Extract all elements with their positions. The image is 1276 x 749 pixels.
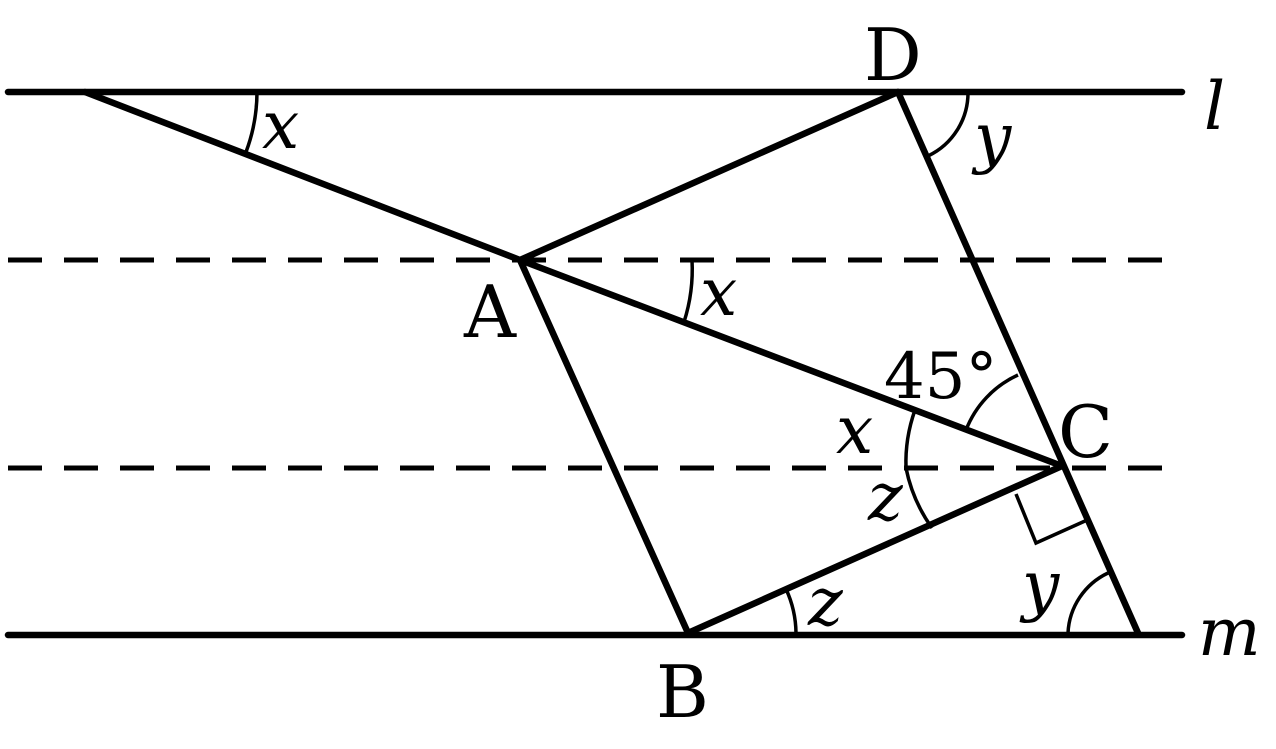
segment-ad <box>516 88 902 264</box>
point-label-a: A <box>463 270 517 354</box>
angle-arc-z-at-b <box>784 588 798 634</box>
right-angle-marker <box>1014 493 1086 546</box>
line-label-l: l <box>1204 68 1225 145</box>
angle-arc-x-at-c <box>904 409 917 469</box>
angle-label-y-top: y <box>971 99 1012 176</box>
angle-arc-x-top <box>244 91 259 153</box>
line-dc-extended <box>894 88 1142 637</box>
segment-ab <box>516 256 692 637</box>
angle-label-y-bottom: y <box>1019 547 1060 624</box>
angle-label-z-at-b: z <box>807 564 844 641</box>
point-label-c: C <box>1058 390 1113 474</box>
angle-label-x-mid: x <box>700 254 737 331</box>
segment-bc <box>684 462 1066 637</box>
angle-arc-x-mid <box>682 259 695 323</box>
line-label-m: m <box>1198 594 1261 671</box>
angle-label-z-at-c: z <box>867 459 904 536</box>
point-label-b: B <box>656 650 709 734</box>
transversal-to-a <box>81 88 524 264</box>
angle-arc-45 <box>964 373 1019 431</box>
angle-arc-z-at-c <box>904 467 934 530</box>
angle-arc-y-bottom <box>1066 571 1109 634</box>
segment-ac <box>516 256 1066 470</box>
angle-label-45: 45° <box>884 340 997 414</box>
angle-label-x-top: x <box>262 87 299 164</box>
point-label-d: D <box>864 13 922 97</box>
angle-label-x-at-c: x <box>836 392 873 469</box>
angle-arc-y-top <box>927 91 970 158</box>
